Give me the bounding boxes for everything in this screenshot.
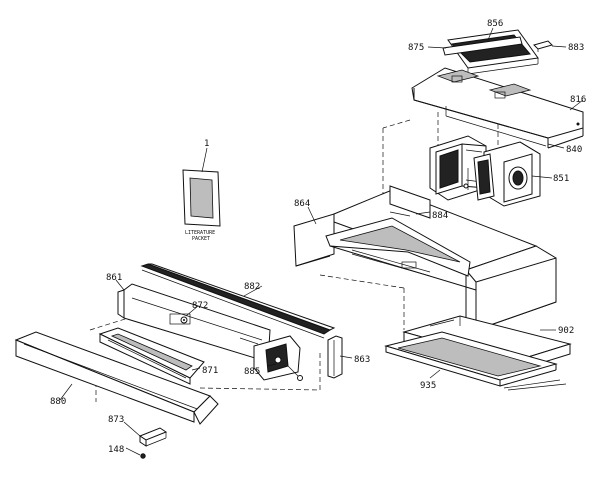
part-labels: 856 875 883 816 840 851 1 864 884 861 88… <box>50 19 586 455</box>
label-861: 861 <box>106 273 122 283</box>
label-863: 863 <box>354 355 370 365</box>
label-902: 902 <box>558 326 574 336</box>
label-148: 148 <box>108 445 124 455</box>
label-885: 885 <box>244 367 260 377</box>
label-840: 840 <box>566 145 582 155</box>
part-148-screw <box>140 453 146 459</box>
label-884: 884 <box>432 211 448 221</box>
label-851: 851 <box>553 174 569 184</box>
literature-label-line-2: PACKET <box>192 236 210 242</box>
label-1: 1 <box>204 139 209 149</box>
leader-lines <box>59 27 584 456</box>
label-875: 875 <box>408 43 424 53</box>
label-883-top: 883 <box>568 43 584 53</box>
part-882-trim-strip <box>140 263 336 339</box>
part-856-grille <box>442 29 539 75</box>
part-864-main-housing <box>293 185 557 331</box>
part-1-literature-packet: LITERATURE PACKET <box>182 169 221 242</box>
label-864: 864 <box>294 199 310 209</box>
part-863-post <box>327 335 343 379</box>
part-871-window-frame <box>98 327 205 385</box>
part-873-knob <box>138 427 168 447</box>
label-816: 816 <box>570 95 586 105</box>
label-856: 856 <box>487 19 503 29</box>
label-873: 873 <box>108 415 124 425</box>
label-880: 880 <box>50 397 66 407</box>
part-883-clip-top <box>533 40 553 52</box>
part-816-top-panel <box>411 67 584 149</box>
part-880-lower-trim <box>14 331 219 425</box>
part-851-blower-wheel <box>463 141 541 207</box>
label-935: 935 <box>420 381 436 391</box>
label-872: 872 <box>192 301 208 311</box>
label-882: 882 <box>244 282 260 292</box>
part-935-drip-pan <box>384 331 567 391</box>
label-871: 871 <box>202 366 218 376</box>
literature-label-line-1: LITERATURE <box>185 230 215 236</box>
